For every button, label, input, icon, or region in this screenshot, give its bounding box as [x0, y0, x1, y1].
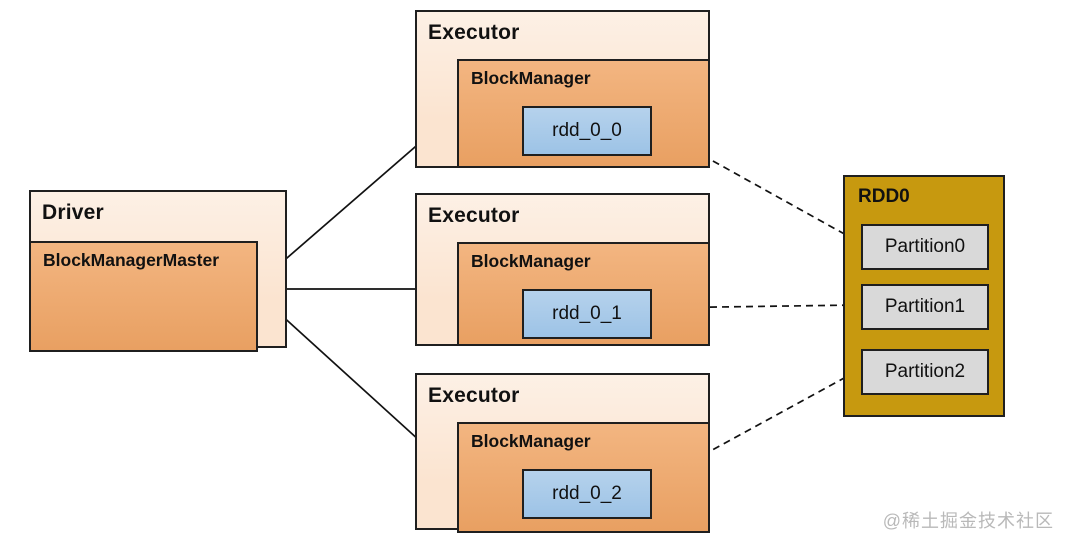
- partition-box-1: Partition1: [861, 284, 989, 330]
- block-manager-label: BlockManager: [471, 251, 591, 271]
- block-manager-box-3: BlockManager rdd_0_2: [457, 422, 710, 533]
- executor-box-2: Executor BlockManager rdd_0_1: [415, 193, 710, 346]
- block-manager-box-2: BlockManager rdd_0_1: [457, 242, 710, 346]
- block-manager-box-1: BlockManager rdd_0_0: [457, 59, 710, 168]
- rdd-block-0: rdd_0_0: [522, 106, 652, 156]
- block-manager-master-box: BlockManagerMaster: [29, 241, 258, 352]
- partition-box-0: Partition0: [861, 224, 989, 270]
- executor-title: Executor: [428, 384, 520, 407]
- rdd-block-1: rdd_0_1: [522, 289, 652, 339]
- executor-box-3: Executor BlockManager rdd_0_2: [415, 373, 710, 533]
- block-manager-label: BlockManager: [471, 431, 591, 451]
- partition-box-2: Partition2: [861, 349, 989, 395]
- rdd0-box: RDD0 Partition0 Partition1 Partition2: [843, 175, 1005, 417]
- watermark-text: @稀土掘金技术社区: [882, 511, 1054, 531]
- rdd-block-2: rdd_0_2: [522, 469, 652, 519]
- block-manager-label: BlockManager: [471, 68, 591, 88]
- executor-title: Executor: [428, 204, 520, 227]
- rdd0-title: RDD0: [858, 186, 910, 207]
- executor-title: Executor: [428, 21, 520, 44]
- driver-box: Driver BlockManagerMaster: [29, 190, 287, 352]
- driver-title: Driver: [42, 201, 104, 224]
- executor-box-1: Executor BlockManager rdd_0_0: [415, 10, 710, 168]
- block-manager-master-label: BlockManagerMaster: [43, 250, 220, 270]
